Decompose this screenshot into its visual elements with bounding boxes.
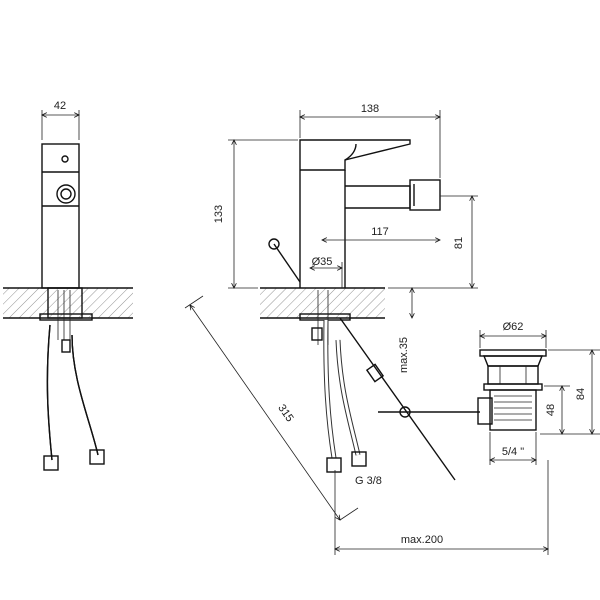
side-view: 138 133 117 81 Ø35 max.35 315 G 3/8 max.… [184,103,548,555]
dim-max-thickness: max.35 [398,337,410,373]
dim-max-reach: max.200 [401,534,443,546]
linkage-rod [339,317,456,481]
dim-hose-length: 315 [275,402,295,424]
dim-base-diameter: Ø35 [312,256,333,268]
dim-drain-diameter: Ø62 [503,321,524,333]
front-hose-right [71,334,99,456]
thread-label: G 3/8 [355,475,382,487]
drain-assembly: Ø62 84 48 5/4 " [477,321,600,465]
dim-drain-height-total: 84 [575,388,587,400]
dim-spout-height: 81 [453,237,465,249]
dim-front-width: 42 [54,100,66,112]
dim-side-length: 138 [361,103,379,115]
dim-spout-reach: 117 [371,226,389,238]
side-spout [345,185,411,209]
dim-height: 133 [213,205,225,223]
dim-drain-thread: 5/4 " [502,446,524,458]
front-view: 42 [3,100,133,471]
dim-drain-height: 48 [545,404,557,416]
front-faucet-body [41,143,80,289]
front-countertop [3,288,133,318]
